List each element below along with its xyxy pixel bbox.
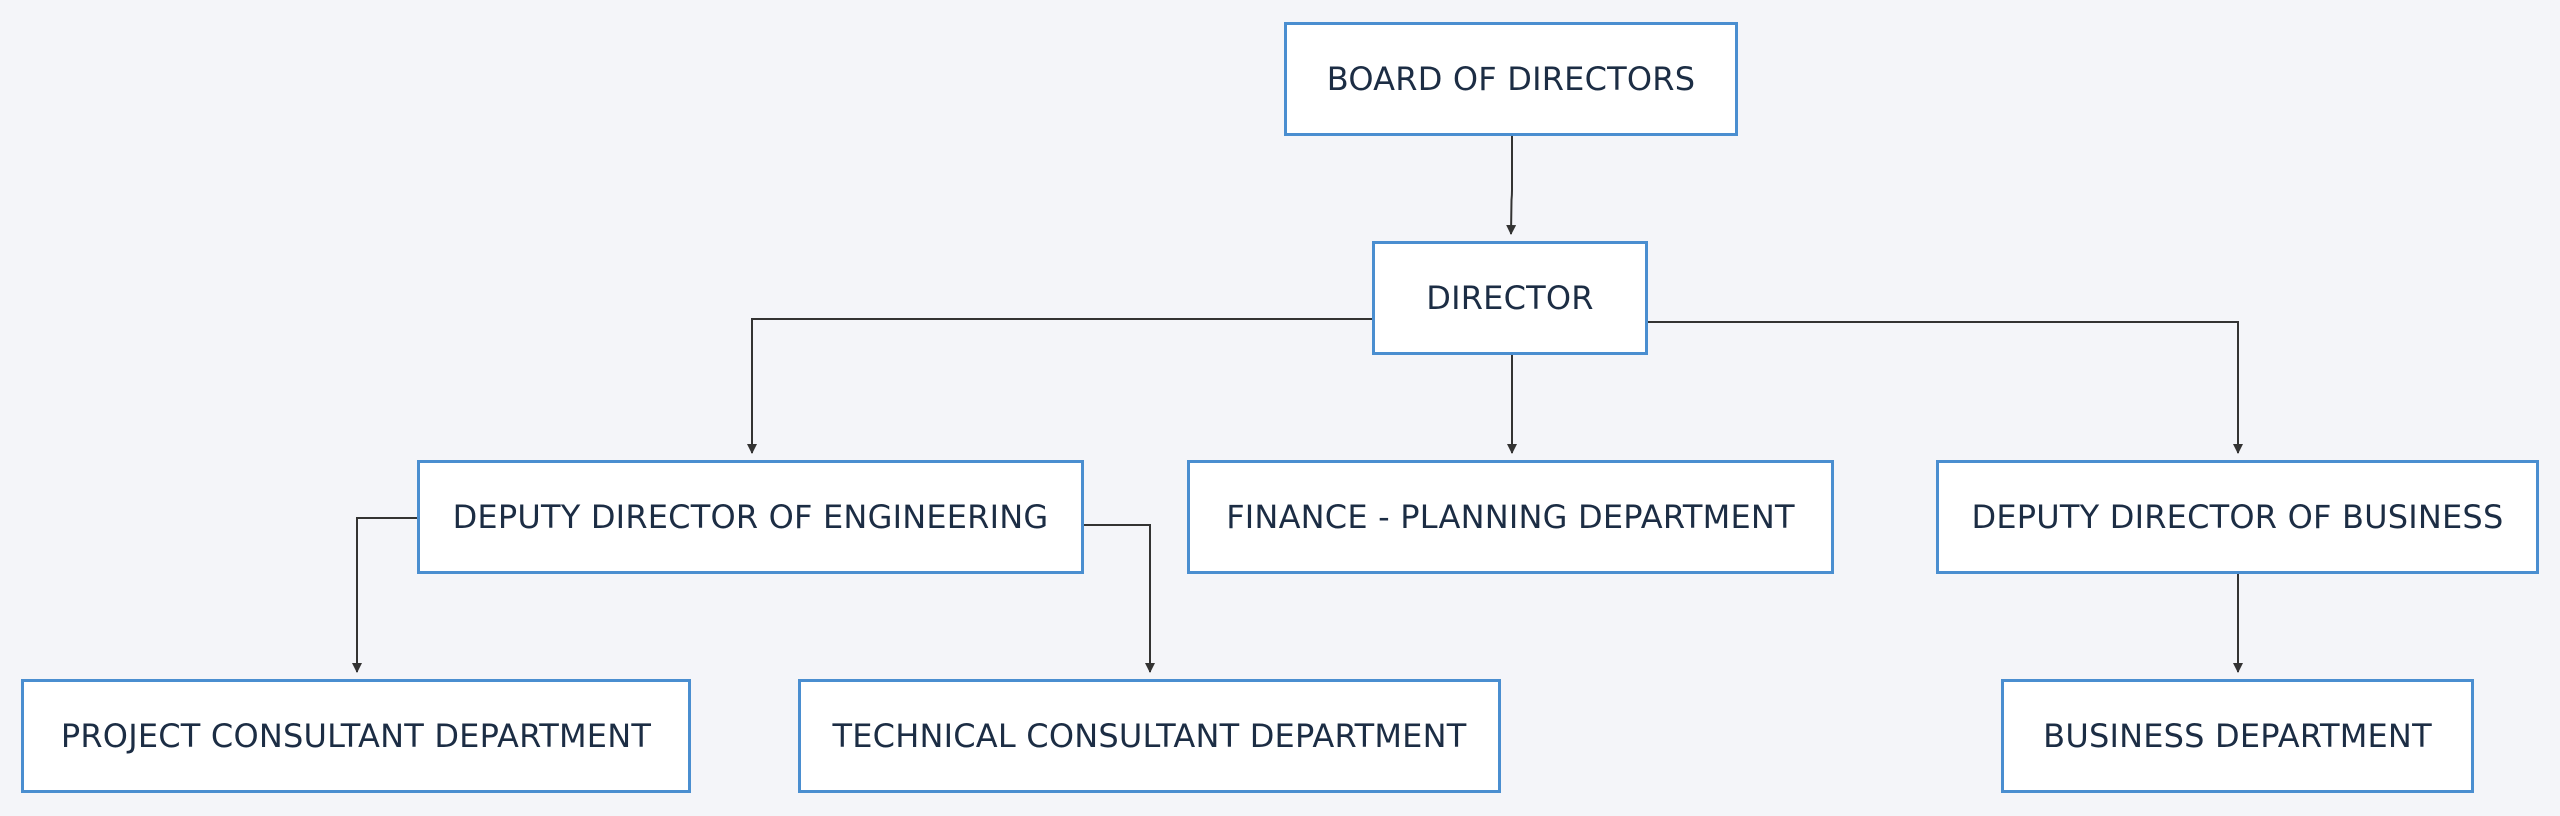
edge-director-to-deputy-engineering bbox=[747, 318, 1372, 454]
node-label: DIRECTOR bbox=[1426, 279, 1594, 317]
edge-deputy-engineering-to-project-consultant bbox=[352, 517, 417, 673]
node-label: BOARD OF DIRECTORS bbox=[1326, 60, 1696, 98]
node-label: PROJECT CONSULTANT DEPARTMENT bbox=[60, 717, 652, 755]
node-label: DEPUTY DIRECTOR OF BUSINESS bbox=[1971, 498, 2504, 536]
node-business-department[interactable]: BUSINESS DEPARTMENT bbox=[2001, 679, 2474, 793]
node-technical-consultant-department[interactable]: TECHNICAL CONSULTANT DEPARTMENT bbox=[798, 679, 1501, 793]
edge-director-to-deputy-business bbox=[1648, 321, 2243, 454]
node-finance-planning-department[interactable]: FINANCE - PLANNING DEPARTMENT bbox=[1187, 460, 1834, 574]
node-deputy-director-business[interactable]: DEPUTY DIRECTOR OF BUSINESS bbox=[1936, 460, 2539, 574]
node-label: FINANCE - PLANNING DEPARTMENT bbox=[1226, 498, 1795, 536]
node-deputy-director-engineering[interactable]: DEPUTY DIRECTOR OF ENGINEERING bbox=[417, 460, 1084, 574]
node-director[interactable]: DIRECTOR bbox=[1372, 241, 1648, 355]
edge-deputy-engineering-to-technical-consultant bbox=[1084, 524, 1155, 673]
node-project-consultant-department[interactable]: PROJECT CONSULTANT DEPARTMENT bbox=[21, 679, 691, 793]
node-label: DEPUTY DIRECTOR OF ENGINEERING bbox=[452, 498, 1049, 536]
node-board-of-directors[interactable]: BOARD OF DIRECTORS bbox=[1284, 22, 1738, 136]
edge-board-to-director bbox=[1506, 136, 1517, 235]
node-label: BUSINESS DEPARTMENT bbox=[2043, 717, 2432, 755]
node-label: TECHNICAL CONSULTANT DEPARTMENT bbox=[832, 717, 1467, 755]
